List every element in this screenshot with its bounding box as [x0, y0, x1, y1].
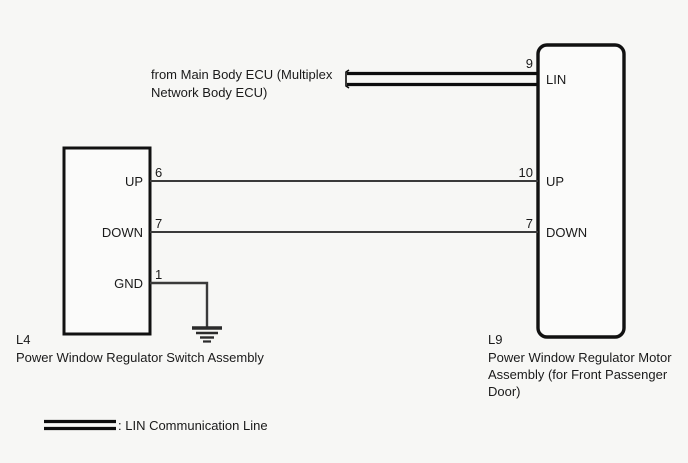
ground-symbol: [192, 326, 222, 343]
right-pin-number-down: 7: [526, 216, 533, 231]
right-connector-id: L9: [488, 332, 502, 347]
right-terminal-label-down: DOWN: [546, 225, 587, 240]
right-pin-number-up: 10: [519, 165, 533, 180]
lin-communication-wire: [345, 69, 541, 89]
right-connector-caption-line2: Assembly (for Front Passenger: [488, 367, 668, 382]
left-terminal-label-up: UP: [125, 174, 143, 189]
main-body-ecu-note-line2: Network Body ECU): [151, 85, 267, 100]
left-pin-number-down: 7: [155, 216, 162, 231]
right-connector-caption-line3: Door): [488, 384, 521, 399]
left-pin-number-gnd: 1: [155, 267, 162, 282]
right-terminal-label-up: UP: [546, 174, 564, 189]
left-connector-id: L4: [16, 332, 30, 347]
right-pin-number-lin: 9: [526, 56, 533, 71]
right-connector-caption-line1: Power Window Regulator Motor: [488, 350, 672, 365]
left-terminal-label-gnd: GND: [114, 276, 143, 291]
left-pin-number-up: 6: [155, 165, 162, 180]
wire-gnd: [150, 281, 209, 327]
legend-label: : LIN Communication Line: [118, 418, 268, 433]
right-terminal-label-lin: LIN: [546, 72, 566, 87]
main-body-ecu-note-line1: from Main Body ECU (Multiplex: [151, 67, 333, 82]
legend-lin-swatch: [44, 419, 116, 431]
right-connector-box: [536, 43, 626, 339]
left-connector-box: [62, 146, 152, 336]
left-connector-caption-line1: Power Window Regulator Switch Assembly: [16, 350, 264, 365]
left-terminal-label-down: DOWN: [102, 225, 143, 240]
